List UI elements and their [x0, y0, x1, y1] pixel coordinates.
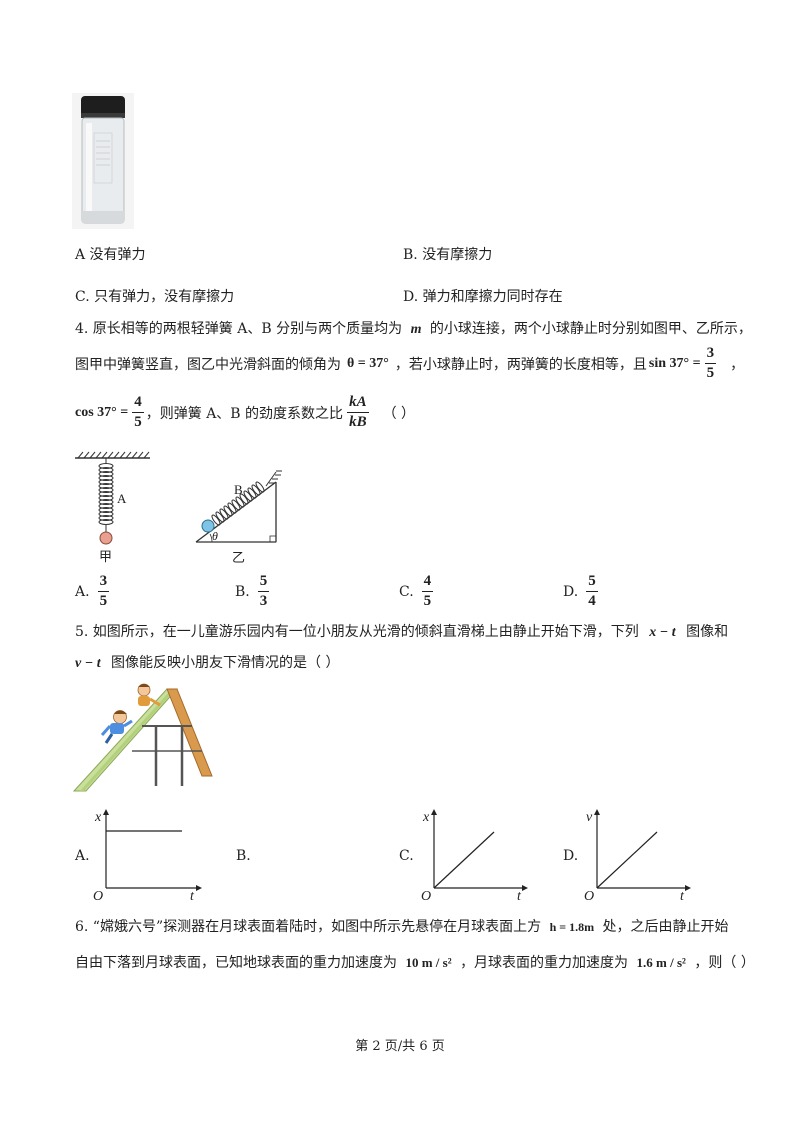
q5-graph-c-ylabel: x — [422, 810, 430, 825]
slide-image — [72, 683, 213, 792]
q4-option-d-label: D. — [563, 583, 579, 600]
fig-label-theta: θ — [212, 529, 218, 543]
q4-ratio-fraction: kA kB — [347, 395, 369, 430]
q4-option-a-den: 5 — [99, 593, 108, 609]
q6-line2a-text: 自由下落到月球表面，已知地球表面的重力加速度为 — [75, 955, 397, 971]
q5-option-b-label: B. — [236, 848, 251, 864]
q5-vt: v − t — [75, 656, 101, 671]
q4-option-c: C. 4 5 — [399, 574, 434, 609]
q4-option-c-label: C. — [399, 583, 414, 600]
q4-sin-num: 3 — [704, 346, 717, 364]
q5-graph-c: x t O — [421, 809, 528, 901]
q3-option-a: A 没有弹力 — [75, 247, 146, 263]
q4-line-2: 图甲中弹簧竖直，图乙中光滑斜面的倾角为 θ = 37° ，若小球静止时，两弹簧的… — [75, 346, 744, 381]
q6-line1b-text: 处，之后由静止开始 — [602, 919, 729, 935]
q5-graph-c-origin: O — [421, 889, 431, 901]
q4-line2b-text: ，若小球静止时，两弹簧的长度相等，且 — [394, 356, 647, 373]
q5-option-a-label: A. — [75, 848, 90, 864]
q4-option-b-den: 3 — [259, 593, 268, 609]
q5-line-1: 5. 如图所示，在一儿童游乐园内有一位小朋友从光滑的倾斜直滑梯上由静止开始下滑，… — [75, 621, 728, 641]
q6-line2c-text: ，则（ ） — [694, 955, 755, 971]
q5-option-d-label: D. — [563, 848, 579, 864]
q4-line3-text: ，则弹簧 A、B 的劲度系数之比 — [145, 405, 344, 422]
q4-sin-fraction: 3 5 — [704, 346, 717, 381]
q5-graph-d-xlabel: t — [680, 889, 685, 901]
bottle-image — [72, 93, 134, 229]
q6-line-2: 自由下落到月球表面，已知地球表面的重力加速度为 10 m / s² ，月球表面的… — [75, 952, 755, 972]
q4-line2c-text: ， — [730, 356, 745, 373]
q4-option-a-num: 3 — [97, 574, 110, 592]
q5-line-2: v − t 图像能反映小朋友下滑情况的是（ ） — [75, 652, 340, 672]
q6-g-moon: 1.6 m / s² — [636, 955, 686, 970]
q4-option-b-num: 5 — [257, 574, 270, 592]
q5-graph-a-xlabel: t — [190, 889, 195, 901]
q4-line1-text: 4. 原长相等的两根轻弹簧 A、B 分别与两个质量均为 — [75, 321, 403, 337]
q5-graph-a: x t O — [93, 809, 202, 901]
q3-option-d: D. 弹力和摩擦力同时存在 — [403, 289, 563, 305]
q4-theta-expr: θ = 37° — [347, 355, 389, 371]
q5-line1a-text: 5. 如图所示，在一儿童游乐园内有一位小朋友从光滑的倾斜直滑梯上由静止开始下滑，… — [75, 624, 639, 640]
q4-sin-den: 5 — [706, 365, 715, 381]
q5-line1b-text: 图像和 — [686, 624, 729, 640]
q5-graph-d-origin: O — [584, 889, 594, 901]
q5-graph-a-origin: O — [93, 889, 103, 901]
q6-line1a-text: 6. “嫦娥六号”探测器在月球表面着陆时，如图中所示先悬停在月球表面上方 — [75, 919, 542, 935]
q4-option-a-label: A. — [75, 583, 90, 600]
q4-option-c-num: 4 — [421, 574, 434, 592]
q4-paren: （ ） — [382, 405, 416, 422]
q4-option-a-fraction: 3 5 — [97, 574, 110, 609]
page-footer: 第 2 页/共 6 页 — [355, 1039, 445, 1054]
q5-xt: x − t — [649, 625, 676, 640]
q4-line2a-text: 图甲中弹簧竖直，图乙中光滑斜面的倾角为 — [75, 356, 341, 373]
fig-label-a: A — [117, 491, 127, 506]
q4-option-c-den: 5 — [423, 593, 432, 609]
q4-line-3: cos 37° = 4 5 ，则弹簧 A、B 的劲度系数之比 kA kB （ ） — [75, 395, 415, 430]
q5-graph-d: v t O — [584, 809, 691, 901]
q6-line2b-text: ，月球表面的重力加速度为 — [460, 955, 629, 971]
q4-option-b: B. 5 3 — [235, 574, 270, 609]
q4-cos-den: 5 — [134, 414, 142, 430]
q5-option-c-label: C. — [399, 848, 414, 864]
q4-option-d-den: 4 — [588, 593, 596, 609]
q4-option-d-fraction: 5 4 — [586, 574, 598, 609]
q4-ratio-num: kA — [347, 395, 369, 413]
figure-spring-b: θ B 乙 — [195, 470, 282, 565]
q6-h-expr: h = 1.8m — [549, 920, 595, 934]
q4-sin-expr: sin 37° = — [648, 355, 701, 371]
q4-cos-expr: cos 37° = — [75, 404, 129, 420]
q4-option-c-fraction: 4 5 — [421, 574, 434, 609]
q4-mass-symbol: m — [410, 322, 422, 337]
q4-option-d: D. 5 4 — [563, 574, 598, 609]
q4-cos-num: 4 — [132, 395, 144, 413]
fig-label-b: B — [234, 482, 243, 497]
q5-graph-c-xlabel: t — [517, 889, 522, 901]
q6-line-1: 6. “嫦娥六号”探测器在月球表面着陆时，如图中所示先悬停在月球表面上方 h =… — [75, 916, 729, 936]
q4-line1b-text: 的小球连接，两个小球静止时分别如图甲、乙所示， — [429, 321, 752, 337]
q5-graph-d-ylabel: v — [586, 810, 593, 825]
q3-option-b: B. 没有摩擦力 — [403, 247, 493, 263]
q3-option-c: C. 只有弹力，没有摩擦力 — [75, 289, 235, 305]
q4-option-a: A. 3 5 — [75, 574, 110, 609]
q5-line2-text: 图像能反映小朋友下滑情况的是（ ） — [111, 655, 340, 671]
fig-label-jia: 甲 — [99, 549, 112, 564]
q4-option-b-fraction: 5 3 — [257, 574, 270, 609]
q4-line-1: 4. 原长相等的两根轻弹簧 A、B 分别与两个质量均为 m 的小球连接，两个小球… — [75, 318, 752, 338]
q4-ratio-den: kB — [349, 414, 367, 430]
figure-spring-a: A 甲 — [75, 451, 150, 564]
q5-graph-a-ylabel: x — [94, 810, 102, 825]
q4-cos-fraction: 4 5 — [132, 395, 144, 430]
q4-option-d-num: 5 — [586, 574, 598, 592]
q4-option-b-label: B. — [235, 583, 250, 600]
q6-g-earth: 10 m / s² — [405, 955, 452, 970]
fig-label-yi: 乙 — [232, 550, 245, 565]
